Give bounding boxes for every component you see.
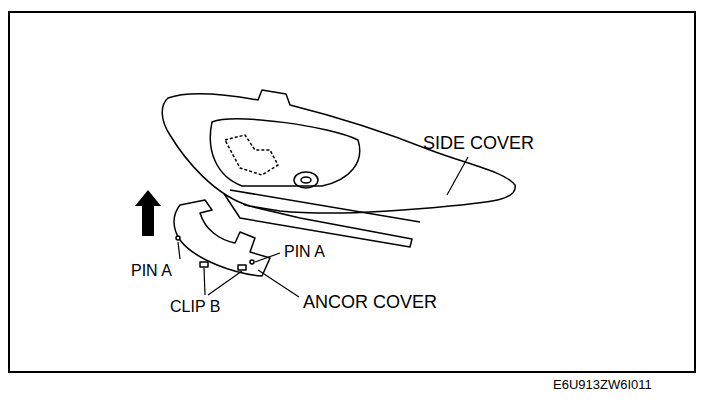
pin-name: PIN A: [131, 263, 172, 279]
figure-code: E6U913ZW6I011: [553, 378, 652, 391]
clip-name: CLIP B: [170, 299, 220, 315]
frame: [9, 12, 695, 372]
leader-lines: [178, 157, 468, 297]
ancor-cover-drawing: [174, 200, 270, 276]
side-cover-drawing: [162, 90, 515, 247]
part-name: SIDE COVER: [423, 134, 534, 152]
direction-arrow: [135, 190, 161, 236]
part-name: ANCOR COVER: [303, 293, 437, 311]
pin-name: PIN A: [284, 244, 325, 260]
